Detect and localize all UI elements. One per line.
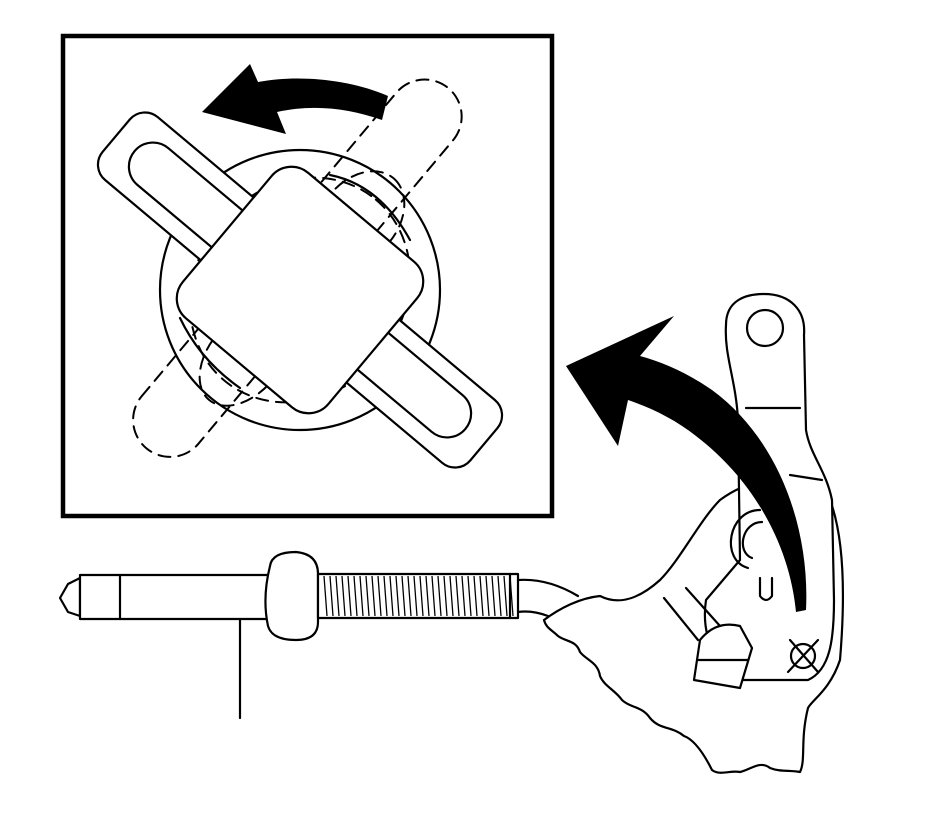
thread-line (503, 575, 508, 617)
cable-socket-outer (729, 508, 762, 570)
thread-line (455, 575, 460, 617)
bracket-block (692, 623, 754, 690)
thread-lines (323, 575, 514, 617)
screw-icon (786, 638, 820, 674)
threaded-rod (316, 572, 520, 620)
cable-socket-tab (758, 576, 774, 602)
detail-inset (60, 33, 555, 519)
lock-tab-current-position (96, 111, 504, 469)
thread-line (407, 575, 412, 617)
thread-line (461, 575, 466, 617)
lever-rotation-arrow-icon (566, 316, 807, 612)
thread-line (329, 575, 334, 617)
thread-line (479, 575, 484, 617)
thread-line (431, 575, 436, 617)
thread-line (395, 575, 400, 617)
thread-line (353, 575, 358, 617)
thread-line (401, 575, 406, 617)
mounting-bracket (542, 292, 845, 774)
thread-line (437, 575, 442, 617)
thread-line (419, 575, 424, 617)
thread-line (347, 575, 352, 617)
ring-edge-lower (178, 316, 242, 390)
thread-line (497, 575, 502, 617)
cable-wire-top (516, 578, 580, 598)
inset-rotation-arrow-icon (202, 64, 388, 134)
thread-line (473, 575, 478, 617)
thread-line (485, 575, 490, 617)
ring-edge-upper (328, 173, 412, 242)
thread-line (341, 575, 346, 617)
thread-line (413, 575, 418, 617)
adjuster-nut (264, 550, 320, 642)
thread-line (365, 575, 370, 617)
thread-line (323, 575, 328, 617)
lock-tab-center-block (175, 165, 425, 415)
thread-line (425, 575, 430, 617)
lever-pivot-hole (745, 308, 785, 348)
cable-socket-inner (741, 520, 764, 560)
thread-line (383, 575, 388, 617)
cable-assembly (58, 550, 580, 720)
thread-line (359, 575, 364, 617)
cable-end-tip (58, 576, 82, 618)
thread-line (371, 575, 376, 617)
thread-line (389, 575, 394, 617)
cable-wire-bottom (516, 610, 550, 618)
thread-line (377, 575, 382, 617)
thread-line (491, 575, 496, 617)
thread-line (443, 575, 448, 617)
cable-sleeve (78, 573, 272, 621)
thread-line (335, 575, 340, 617)
thread-line (467, 575, 472, 617)
thread-line (449, 575, 454, 617)
